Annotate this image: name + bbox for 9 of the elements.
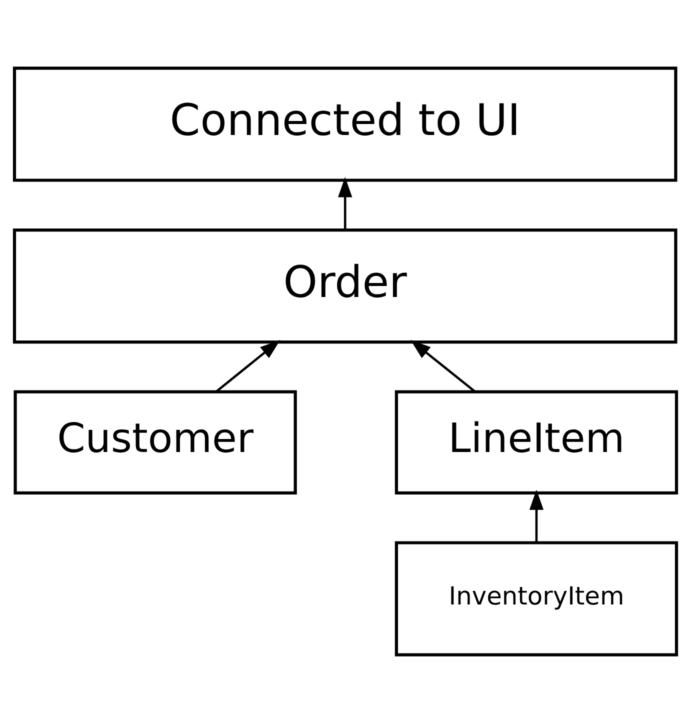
node-box: Customer <box>14 390 297 495</box>
arrow <box>410 340 476 392</box>
node-box: Connected to UI <box>12 66 678 182</box>
arrow <box>529 490 544 543</box>
arrow <box>338 176 352 230</box>
node-box: InventoryItem <box>394 541 678 656</box>
arrow <box>216 340 280 392</box>
node-box: LineItem <box>394 390 678 495</box>
node-box: Order <box>12 228 678 344</box>
